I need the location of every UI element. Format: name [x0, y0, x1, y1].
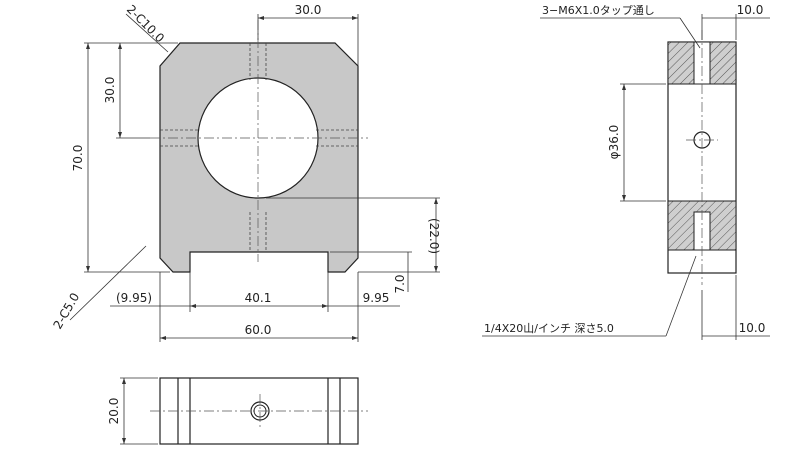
front-view: 30.0 30.0 70.0 (22.0) 7.0 (9.95) 40.1 9.…: [50, 2, 441, 342]
dim-slot-width: 40.1: [245, 291, 272, 305]
dim-total-height: 70.0: [71, 145, 85, 172]
bottom-view: 20.0: [107, 377, 368, 445]
tap-note: 3−M6X1.0タップ通し: [542, 4, 655, 17]
side-view: 3−M6X1.0タップ通し 10.0 φ36.0 1/4X20山/インチ 深さ5…: [482, 3, 770, 340]
dim-total-width: 60.0: [245, 323, 272, 337]
side-dim-bottom-width: 10.0: [739, 321, 766, 335]
thread-note: 1/4X20山/インチ 深さ5.0: [484, 322, 614, 335]
dim-right-step: 9.95: [363, 291, 390, 305]
chamfer-bottom-label: 2-C5.0: [50, 290, 82, 331]
side-dim-bore: φ36.0: [607, 125, 621, 160]
dim-step-height: 7.0: [393, 274, 407, 293]
dim-ref-height: (22.0): [427, 218, 441, 254]
dim-upper-height: 30.0: [103, 77, 117, 104]
side-dim-top-width: 10.0: [737, 3, 764, 17]
dim-top-width: 30.0: [295, 3, 322, 17]
chamfer-top-label: 2-C10.0: [124, 2, 167, 45]
bottom-dim-depth: 20.0: [107, 398, 121, 425]
dim-left-step: (9.95): [116, 291, 152, 305]
dimension-arrows: [86, 16, 626, 444]
